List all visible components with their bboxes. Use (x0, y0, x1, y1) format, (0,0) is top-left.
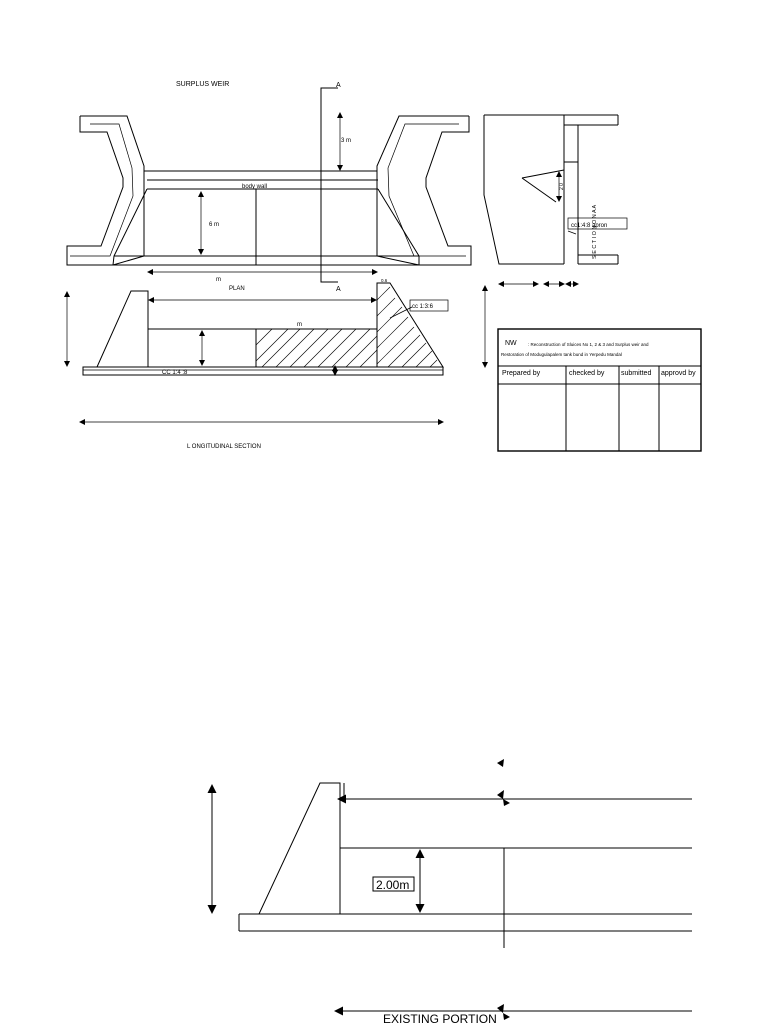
detail-wall (258, 782, 341, 915)
left-wing-wall-outer (66, 116, 124, 266)
submitted-label: submitted (621, 370, 651, 377)
right-wing-wall-mid (387, 123, 466, 257)
cc-136-label: cc 1:3:6 (412, 304, 434, 310)
dim-200: 2.00m (376, 878, 409, 892)
title-block: NW : Reconstruction of Sluices No 1, 2 &… (497, 328, 702, 452)
longitudinal-section: CC 1:4 :8 (64, 282, 449, 450)
left-wing-wall-inner (80, 115, 145, 266)
title-block-nw: NW (505, 340, 517, 347)
apron-hatching (255, 328, 378, 368)
cc-136-box (409, 299, 449, 312)
dim-20: 2 0 (559, 183, 565, 190)
right-wing-wall-outer (419, 116, 472, 266)
section-aa-title: S E C T I O N O N A A (592, 204, 598, 259)
dim-200-box (372, 876, 415, 892)
section-marker-bottom: A (336, 286, 341, 293)
cc-148-label: CC 1:4 :8 (162, 370, 188, 376)
body-wall-label: body wall (242, 184, 267, 190)
apron-label: cc1:4:8 apron (571, 223, 607, 229)
checked-by-label: checked by (569, 370, 605, 377)
right-abutment (376, 282, 444, 368)
prepared-by-label: Prepared by (502, 370, 541, 377)
section-aa-view: 2 0 S E C T I O N O N A A cc1:4:8 apron (482, 114, 628, 368)
arrow-marker-top (497, 759, 504, 767)
dim-plan-m: m (216, 277, 221, 283)
longitudinal-section-title: L ONGITUDINAL SECTION (187, 444, 261, 450)
title-block-description-1: : Reconstruction of Sluices No 1, 2 & 3 … (528, 342, 649, 347)
left-abutment (96, 290, 149, 368)
section-cut-line (320, 87, 338, 283)
plan-view: SURPLUS WEIR A A body wall 3 m 6 m m P (66, 81, 472, 293)
dim-long-m: m (297, 322, 302, 328)
existing-portion-label: EXISTING PORTION (383, 1012, 497, 1024)
title-block-description-2: Restoration of Modugulapalem tank bund i… (501, 352, 622, 357)
right-wing-wall-inner (376, 115, 469, 266)
detail-section: 2.00m EXISTING PORTION (207, 759, 692, 1024)
svg-text:S E C T I O N O N A A: S E C T I O N O N A A (592, 204, 598, 259)
arrow-marker-mid (497, 790, 510, 806)
plan-title: SURPLUS WEIR (176, 81, 229, 88)
dim-6m: 6 m (209, 222, 219, 228)
dim-06: 0.6 (381, 278, 388, 283)
dim-3m: 3 m (341, 138, 351, 144)
section-marker-top: A (336, 82, 341, 89)
approved-by-label: approvd by (661, 370, 696, 377)
plan-label: PLAN (229, 286, 245, 292)
left-wing-wall-mid (70, 123, 134, 257)
section-aa-outline (483, 115, 564, 265)
foundation-slab (82, 366, 444, 376)
